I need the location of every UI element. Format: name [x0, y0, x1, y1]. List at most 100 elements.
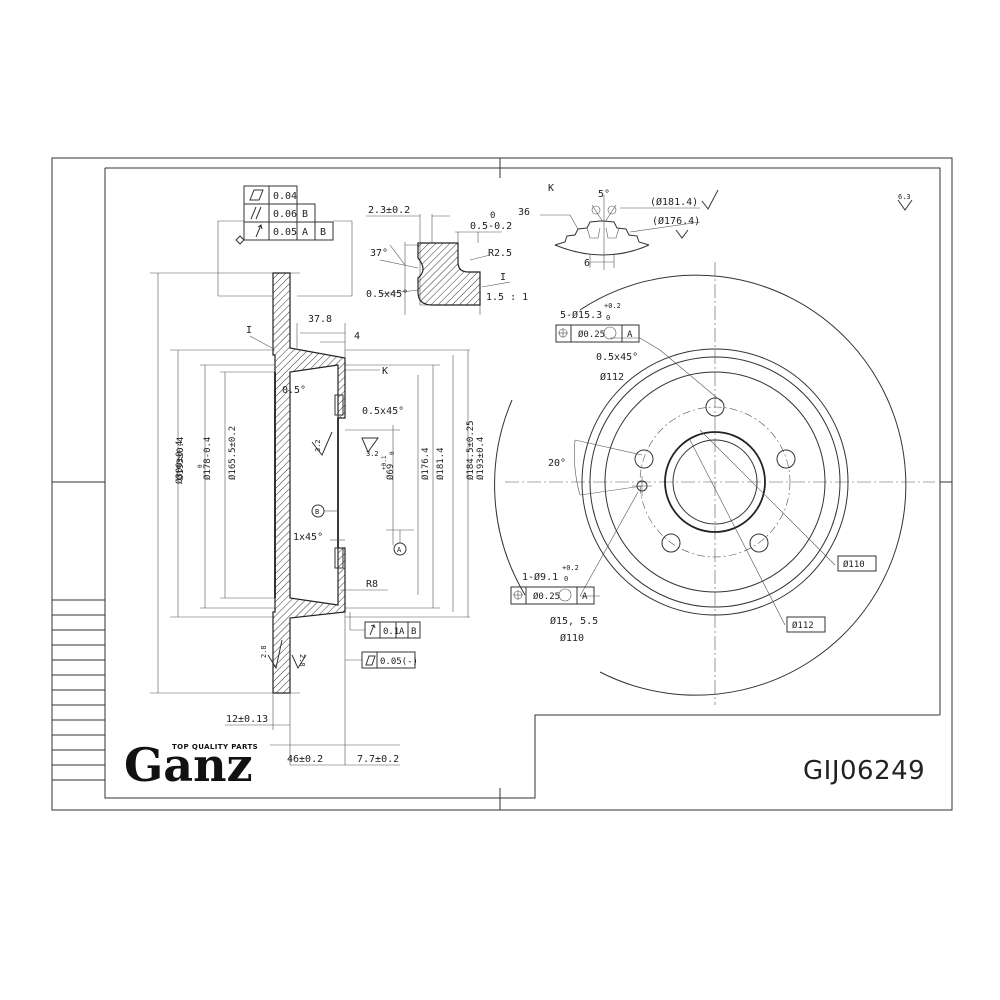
datum-b: B: [315, 508, 319, 516]
profile-letter-k: K: [548, 183, 554, 194]
runout-datum-a: A: [399, 627, 405, 637]
inner-border-bottom: [104, 168, 940, 799]
front-chamfer: 0.5x45°: [596, 352, 638, 363]
bolt-hole: [749, 533, 769, 553]
dim-12: 12±0.13: [226, 714, 268, 725]
chamfer-1x45: 1x45°: [293, 532, 323, 543]
locating-hole-tol-lower: 0: [564, 575, 568, 583]
fcf-runout-datum-b: B: [320, 227, 326, 238]
dim-184-5: Ø184.5±0.25: [465, 420, 476, 480]
vent-profile-lower: [554, 244, 650, 256]
brand-logo-text: Ganz: [124, 738, 253, 792]
disc-outer-edge: [579, 274, 907, 696]
fcf-parallel-value: 0.06: [273, 209, 297, 220]
fcf-flatness-value: 0.04: [273, 191, 297, 202]
dim-37-8: 37.8: [308, 314, 332, 325]
locating-hole-tol-upper: +0.2: [562, 564, 579, 572]
runout-icon: [369, 624, 376, 636]
feature-control-frame: 0.04 0.06 B 0.05 A B: [217, 185, 353, 297]
bolt-hole: [705, 397, 725, 417]
roughness-2-8-a: 2.8: [260, 645, 268, 658]
detail-radius-r2-5: R2.5: [488, 248, 512, 259]
dim-46: 46±0.2: [287, 754, 323, 765]
fcf-runout-datum-a: A: [302, 227, 308, 238]
center-bore: [664, 431, 766, 533]
chamfer-0-5x45: 0.5x45°: [362, 406, 404, 417]
part-number: GIJ06249: [803, 756, 925, 786]
section-view-k: K: [382, 366, 388, 377]
outer-border: [51, 157, 953, 811]
radius-r8: R8: [366, 579, 378, 590]
bolt-hole: [634, 449, 654, 469]
bolt-holes-tol-upper: +0.2: [604, 302, 621, 310]
position-datum-1: A: [627, 330, 633, 340]
vent-profile-upper: [554, 220, 650, 246]
detail-angle-37: 37°: [370, 248, 388, 259]
inner-border-top-right: [105, 167, 941, 715]
detail-dim-0-5-upper: 0: [490, 211, 495, 221]
bolt-hole: [776, 449, 796, 469]
detail-section-hatch: [417, 242, 481, 306]
angle-0-5: 0.5°: [282, 385, 306, 396]
hat-outer-ring: [581, 348, 849, 616]
dim-181-4: Ø181.4: [435, 447, 446, 480]
disc-section-hatch: [272, 272, 346, 694]
profile-dim-181-4: (Ø181.4): [650, 196, 698, 208]
dim-193-right: Ø193±0.4: [475, 437, 486, 480]
dims-15-5-5: Ø15, 5.5: [550, 615, 598, 627]
dim-176-4: Ø176.4: [420, 447, 431, 480]
dim-4: 4: [354, 331, 360, 342]
dim-193-left: Ø193±0.4: [175, 437, 186, 480]
detail-view-letter: I: [500, 272, 506, 283]
roughness-3-2-b: 3.2: [366, 450, 379, 458]
dim-110-bottom: Ø110: [560, 632, 584, 644]
roughness-3-2-a: 3.2: [314, 439, 322, 452]
angle-20: 20°: [548, 458, 566, 469]
runout-value: 0.1: [383, 627, 399, 637]
brand-tagline: TOP QUALITY PARTS: [172, 743, 258, 751]
brand-logo: Ganz TOP QUALITY PARTS: [124, 738, 258, 792]
profile-dim-176-4: (Ø176.4): [652, 215, 700, 227]
runout-datum-b: B: [411, 627, 416, 637]
flatness-icon: [365, 655, 376, 666]
dim-178-tol: 0: [197, 464, 204, 468]
title-block-strip: [52, 599, 105, 781]
mmc-icon: [603, 326, 617, 340]
detail-dim-0-5: 0.5-0.2: [470, 221, 512, 232]
front-view: 5-Ø15.3 +0.2 0 Ø0.25 A 0.5x45° Ø112 20° …: [494, 262, 935, 705]
callout-110: Ø110: [843, 559, 865, 570]
detail-chamfer: 0.5x45°: [366, 289, 408, 300]
dim-69-tol-upper: +0.1: [381, 455, 388, 470]
surface-finish-icon: [897, 199, 913, 211]
profile-angle-5: 5°: [598, 189, 610, 200]
dim-69-tol-lower: 0: [389, 451, 396, 455]
detail-scale: 1.5 : 1: [486, 292, 528, 303]
bolt-holes-tol-lower: 0: [606, 314, 610, 322]
bolt-hole: [661, 533, 681, 553]
pcd-112: Ø112: [600, 371, 624, 383]
fcf-parallel-datum: B: [302, 209, 308, 220]
roughness-2-8-b: 2.8: [298, 654, 306, 667]
locating-hole-label: 1-Ø9.1: [522, 571, 558, 583]
flatness-icon: [249, 189, 264, 201]
dim-178: Ø178-0.4: [202, 437, 213, 480]
detail-view-i: 2.3±0.2 0.5-0.2 0 37° R2.5 I 0.5x45° 1.5…: [366, 205, 528, 315]
drawing-frame: [51, 157, 953, 811]
profile-dim-36: 36: [518, 207, 530, 218]
dim-69: Ø69: [385, 464, 396, 480]
section-detail-letter: I: [246, 325, 252, 336]
parallelism-icon: [250, 206, 257, 220]
section-view: Ø300±0.4 Ø193±0.4 Ø178-0.4 0 Ø165.5±0.2 …: [150, 272, 486, 766]
fcf-runout-value: 0.05: [273, 227, 297, 238]
datum-a: A: [397, 546, 402, 554]
mmc-icon: [558, 588, 572, 602]
position-tol-1: Ø0.25: [578, 329, 605, 340]
callout-112: Ø112: [792, 620, 814, 631]
runout-icon: [255, 224, 263, 238]
dim-300: Ø300±0.4: [174, 441, 185, 484]
flatness-value: 0.05(-): [380, 657, 418, 667]
surface-finish-value: 6.3: [898, 193, 911, 201]
position-tol-2: Ø0.25: [533, 591, 560, 602]
position-datum-2: A: [582, 592, 588, 602]
